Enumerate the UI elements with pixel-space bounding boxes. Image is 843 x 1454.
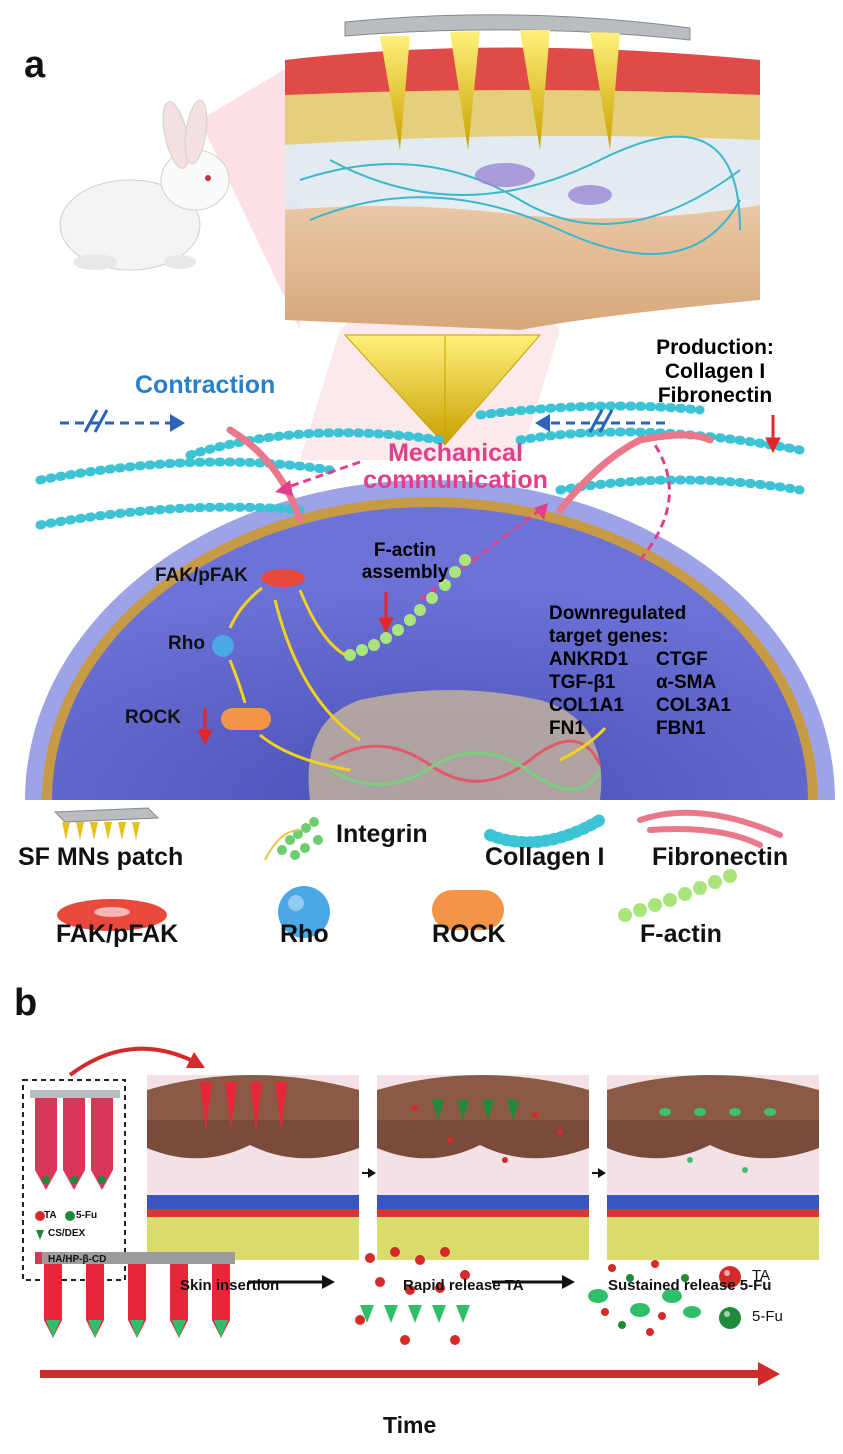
patch-legend-csdex: CS/DEX bbox=[48, 1228, 86, 1239]
panel-b-letter: b bbox=[14, 982, 38, 1024]
gene-ankrd1: ANKRD1 bbox=[549, 649, 629, 670]
genes-right-column: CTGF α-SMA COL3A1 FBN1 bbox=[656, 648, 731, 740]
bottom-legend-fu: 5-Fu bbox=[752, 1308, 783, 1325]
mechanical-line2: communication bbox=[363, 466, 548, 494]
bottom-legend-ta: TA bbox=[752, 1267, 771, 1284]
genes-left-column: ANKRD1 TGF-β1 COL1A1 FN1 bbox=[549, 648, 628, 740]
legend-factin: F-actin bbox=[640, 920, 722, 948]
bottom-patch-backing bbox=[42, 1252, 235, 1264]
nucleus bbox=[308, 690, 602, 800]
legend-rock: ROCK bbox=[432, 920, 506, 948]
mechanical-communication-label: Mechanical communication bbox=[348, 440, 563, 494]
downregulated-label: Downregulated target genes: bbox=[549, 602, 686, 648]
legend-fibronectin: Fibronectin bbox=[652, 843, 789, 871]
skin-panel-3 bbox=[607, 1075, 819, 1260]
rock-label: ROCK bbox=[125, 707, 181, 728]
time-arrow-head bbox=[758, 1362, 780, 1386]
factin-line1: F-actin bbox=[373, 540, 437, 561]
legend-integrin-icon bbox=[264, 817, 323, 861]
caption-sustained-release: Sustained release 5-Fu bbox=[608, 1277, 772, 1294]
legend-fibronectin-icon bbox=[637, 809, 783, 848]
patch-detail-box bbox=[22, 1079, 126, 1281]
legend-fak: FAK/pFAK bbox=[56, 920, 179, 948]
downregulated-line1: Downregulated bbox=[549, 603, 687, 624]
skin-panel-2 bbox=[377, 1075, 589, 1260]
production-fibronectin: Fibronectin bbox=[657, 384, 773, 407]
fu-dot-icon bbox=[65, 1211, 75, 1221]
patch-legend-fu: 5-Fu bbox=[76, 1210, 98, 1221]
caption-skin-insertion: Skin insertion bbox=[180, 1277, 280, 1294]
rabbit-illustration bbox=[59, 99, 230, 271]
f-actin-filament bbox=[344, 554, 471, 661]
gene-col1a1: COL1A1 bbox=[549, 695, 624, 716]
down-arrows bbox=[197, 415, 781, 746]
gene-col3a1: COL3A1 bbox=[656, 695, 731, 716]
time-label: Time bbox=[383, 1412, 437, 1438]
production-title: Production: bbox=[656, 336, 774, 359]
factin-line2: assembly bbox=[361, 562, 449, 583]
csdex-icon bbox=[36, 1230, 44, 1240]
fak-label: FAK/pFAK bbox=[155, 565, 248, 586]
release-fu-cluster bbox=[588, 1260, 701, 1336]
legend-icons bbox=[53, 807, 783, 938]
contraction-label: Contraction bbox=[135, 371, 276, 399]
legend-rock-icon bbox=[432, 890, 504, 930]
legend-patch-icon bbox=[53, 807, 160, 840]
insertion-arrow bbox=[68, 1046, 196, 1077]
legend-collagen-icon bbox=[484, 814, 606, 849]
mech-arrow-right bbox=[419, 508, 541, 602]
fibronectin-fibers bbox=[226, 426, 714, 524]
time-arrow-shaft bbox=[40, 1370, 760, 1378]
microneedle-tip bbox=[343, 334, 542, 446]
mechanical-line1: Mechanical bbox=[388, 439, 523, 467]
fak-molecule bbox=[261, 569, 305, 587]
panel-a-illustration bbox=[25, 14, 835, 800]
production-collagen: Collagen I bbox=[664, 360, 766, 383]
panel-b-illustration bbox=[22, 1046, 819, 1386]
legend-sf-mns-patch: SF MNs patch bbox=[18, 843, 184, 871]
legend-factin-icon bbox=[618, 869, 737, 922]
production-label: Production: Collagen I Fibronectin bbox=[640, 336, 790, 408]
gene-fbn1: FBN1 bbox=[656, 718, 706, 739]
patch-needles bbox=[35, 1098, 113, 1190]
caption-rapid-release: Rapid release TA bbox=[403, 1277, 524, 1294]
rock-molecule bbox=[221, 708, 271, 730]
gene-asma: α-SMA bbox=[656, 672, 717, 693]
beam-rabbit bbox=[200, 60, 300, 330]
gene-ctgf: CTGF bbox=[656, 649, 708, 670]
rho-label: Rho bbox=[168, 633, 205, 654]
signaling-arrows bbox=[228, 586, 607, 772]
gene-tgfb1: TGF-β1 bbox=[549, 672, 616, 693]
skin-panel-1 bbox=[147, 1075, 359, 1260]
bottom-legend-fu-icon bbox=[719, 1307, 741, 1329]
bottom-patch-needles bbox=[44, 1264, 230, 1338]
ta-dot-icon bbox=[35, 1211, 45, 1221]
microneedle-patch bbox=[344, 14, 691, 150]
collagen-fibers bbox=[35, 401, 805, 530]
rho-molecule bbox=[212, 635, 234, 657]
skin-block bbox=[285, 47, 760, 330]
legend-collagen: Collagen I bbox=[485, 843, 605, 871]
downregulated-line2: target genes: bbox=[549, 626, 669, 647]
ha-icon bbox=[35, 1252, 44, 1264]
patch-legend-ha: HA/HP-β-CD bbox=[48, 1254, 107, 1265]
panel-a-letter: a bbox=[24, 44, 46, 86]
f-actin-assembly-label: F-actin assembly bbox=[355, 540, 455, 584]
gene-fn1: FN1 bbox=[549, 718, 585, 739]
legend-rho: Rho bbox=[280, 920, 329, 948]
legend-rho-icon bbox=[278, 886, 330, 938]
patch-legend-ta: TA bbox=[44, 1210, 57, 1221]
release-ta-cluster bbox=[355, 1247, 470, 1345]
mech-arrow-left bbox=[284, 460, 361, 490]
legend-integrin: Integrin bbox=[336, 820, 428, 848]
